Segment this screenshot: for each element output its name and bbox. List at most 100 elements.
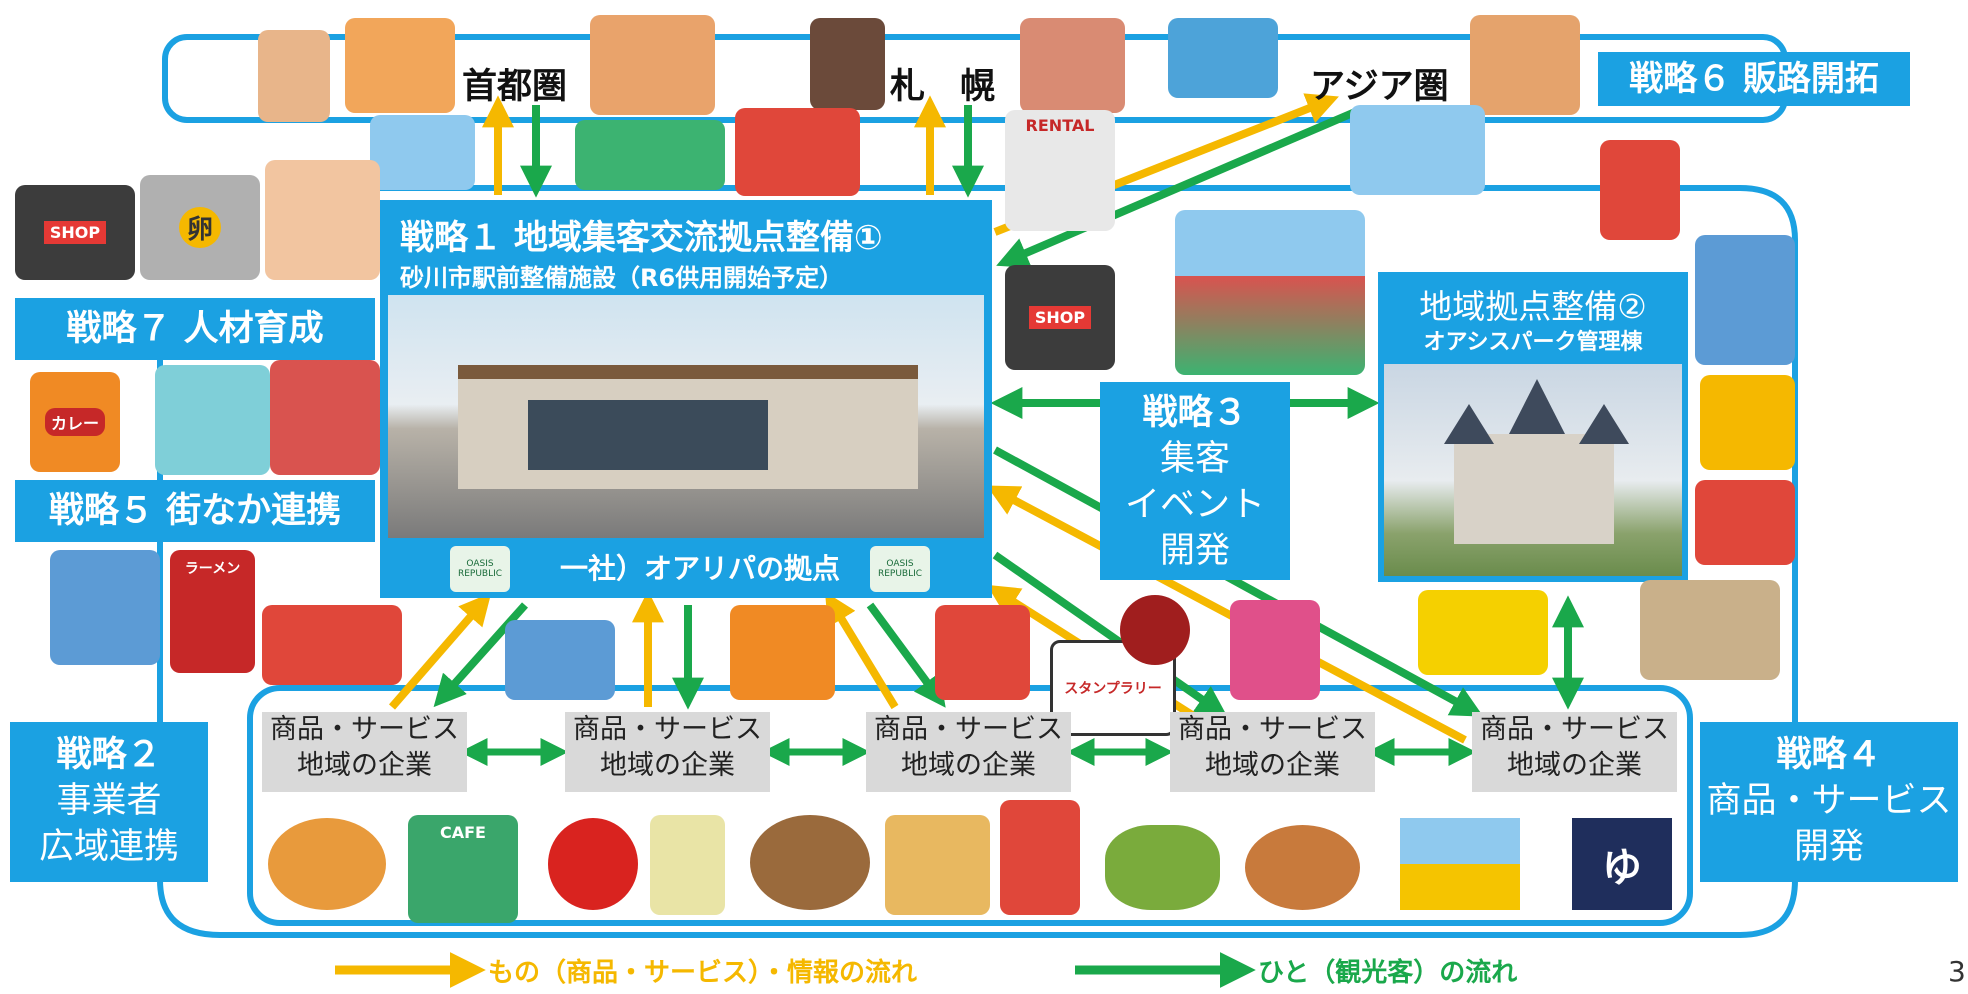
apple-pie-icon bbox=[268, 818, 386, 910]
strategy2-line2: 事業者 bbox=[56, 781, 162, 821]
company-box-2: 商品・サービス 地域の企業 bbox=[565, 712, 770, 792]
market-stall-small-icon bbox=[270, 360, 380, 475]
center-hub-title: 戦略１ 地域集客交流拠点整備① bbox=[400, 218, 883, 258]
strategy7-box: 戦略７ 人材育成 bbox=[15, 298, 375, 360]
strategy2-title: 戦略２ bbox=[56, 735, 162, 775]
strategy4-title: 戦略４ bbox=[1776, 735, 1882, 775]
arrow-center-company3-down bbox=[866, 602, 946, 708]
street-musician-icon bbox=[50, 550, 160, 665]
center-hub-box: 戦略１ 地域集客交流拠点整備① 砂川市駅前整備施設（R6供用開始予定） OASI… bbox=[380, 200, 992, 598]
page-number: 3 bbox=[1948, 955, 1966, 988]
fried-chicken-icon bbox=[1245, 825, 1360, 910]
legend-orange-label: もの（商品・サービス）・情報の流れ bbox=[488, 958, 918, 988]
oasis-logo-right: OASIS REPUBLIC bbox=[870, 546, 930, 592]
company-box-1-line1: 商品・サービス bbox=[270, 714, 459, 745]
company-box-5: 商品・サービス 地域の企業 bbox=[1472, 712, 1677, 792]
shop-laptop-icon: SHOP bbox=[15, 185, 135, 280]
driver-car-icon bbox=[935, 605, 1030, 700]
woman-icon bbox=[258, 30, 330, 122]
vegetable-basket-icon bbox=[1105, 825, 1220, 910]
airplane-kids-icon bbox=[370, 115, 475, 190]
tomato-juice-icon bbox=[1000, 800, 1080, 915]
company-box-1-line2: 地域の企業 bbox=[297, 750, 432, 781]
arrow-center-to-company4-green bbox=[992, 551, 1228, 718]
company-box-3: 商品・サービス 地域の企業 bbox=[866, 712, 1071, 792]
strategy3-line4: 開発 bbox=[1159, 531, 1230, 571]
travelers-icon bbox=[345, 18, 455, 113]
hub2-subtitle: オアシスパーク管理棟 bbox=[1423, 330, 1643, 355]
city-sapporo-label: 札 幌 bbox=[890, 67, 996, 107]
oasis-logo-left: OASIS REPUBLIC bbox=[450, 546, 510, 592]
family-icon bbox=[590, 15, 715, 115]
yu-sign: ゆ bbox=[1602, 845, 1642, 891]
hot-spring-noren-icon: ゆ bbox=[1572, 818, 1672, 910]
hub2-box: 地域拠点整備② オアシスパーク管理棟 bbox=[1378, 272, 1688, 582]
stamp-icon bbox=[1120, 595, 1190, 665]
strategy2-line3: 広域連携 bbox=[38, 827, 179, 867]
egg-sign: 卵 bbox=[178, 207, 221, 248]
ramen-sign: ラーメン bbox=[184, 561, 241, 577]
farmers-icon bbox=[885, 815, 990, 915]
cocktail-icon bbox=[650, 815, 725, 915]
castle-building-photo bbox=[1384, 364, 1682, 576]
sunflower-field-photo bbox=[1400, 818, 1520, 910]
arrow-company1-up bbox=[388, 592, 492, 710]
city-asia-label: アジア圏 bbox=[1310, 67, 1449, 107]
strategy3-line3: イベント bbox=[1124, 485, 1265, 525]
couple-icon bbox=[1020, 18, 1125, 113]
strategy3-title: 戦略３ bbox=[1142, 393, 1248, 433]
stamp-rally-sign: スタンプラリー bbox=[1064, 681, 1162, 697]
family-car-icon bbox=[735, 108, 860, 196]
strategy4-line2: 商品・サービス bbox=[1706, 781, 1952, 821]
cafe-sign: CAFE bbox=[440, 823, 486, 842]
cafe-icon: CAFE bbox=[408, 815, 518, 923]
company-box-5-line1: 商品・サービス bbox=[1480, 714, 1669, 745]
businesswoman-icon bbox=[810, 18, 885, 110]
yoga-icon bbox=[155, 365, 270, 475]
center-hub-subtitle: 砂川市駅前整備施設（R6供用開始予定） bbox=[400, 264, 844, 292]
ice-fishing-icon bbox=[1695, 235, 1795, 365]
arrow-company3-up bbox=[825, 591, 899, 710]
bicycle-blue-icon bbox=[505, 620, 615, 700]
scooter-pink-icon bbox=[1230, 600, 1320, 700]
city-tokyo-label: 首都圏 bbox=[462, 67, 568, 107]
curry-can-icon: カレー bbox=[30, 372, 120, 472]
airplane-family-icon bbox=[1350, 105, 1485, 195]
strategy4-box: 戦略４ 商品・サービス 開発 bbox=[1700, 722, 1958, 882]
scooter-orange-icon bbox=[730, 605, 835, 700]
company-box-2-line1: 商品・サービス bbox=[573, 714, 762, 745]
curry-sign: カレー bbox=[44, 408, 105, 436]
shop-sign-center: SHOP bbox=[1028, 306, 1092, 329]
legend-green-label: ひと（観光客）の流れ bbox=[1258, 958, 1518, 988]
center-hub-base-label: 一社）オアリパの拠点 bbox=[559, 552, 840, 585]
bicycle-yellow-icon bbox=[1418, 590, 1548, 675]
company-box-1: 商品・サービス 地域の企業 bbox=[262, 712, 467, 792]
strategy6-box: 戦略６ 販路開拓 bbox=[1598, 52, 1910, 106]
shop-laptop-center-icon: SHOP bbox=[1005, 265, 1115, 370]
curry-rice-icon bbox=[750, 815, 870, 910]
company-box-4-line2: 地域の企業 bbox=[1205, 750, 1340, 781]
laptop-waterfall-icon bbox=[1168, 18, 1278, 98]
seminar-icon bbox=[265, 160, 380, 280]
company-box-4: 商品・サービス 地域の企業 bbox=[1170, 712, 1375, 792]
company-box-5-line2: 地域の企業 bbox=[1507, 750, 1642, 781]
company-box-4-line1: 商品・サービス bbox=[1178, 714, 1367, 745]
glamping-tent-icon bbox=[1640, 580, 1780, 680]
ramen-vending-icon: ラーメン bbox=[170, 550, 255, 673]
arrow-from-asia bbox=[996, 108, 1357, 268]
rental-sign: RENTAL bbox=[1025, 116, 1095, 135]
rental-car-icon: RENTAL bbox=[1005, 110, 1115, 231]
station-building-photo bbox=[388, 295, 984, 538]
tourist-family-icon bbox=[1470, 15, 1580, 115]
canoe-icon bbox=[1700, 375, 1795, 470]
apple-icon bbox=[548, 818, 638, 910]
company-box-3-line1: 商品・サービス bbox=[874, 714, 1063, 745]
seaplane-icon bbox=[1695, 480, 1795, 565]
company-box-2-line2: 地域の企業 bbox=[600, 750, 735, 781]
red-car-icon bbox=[262, 605, 402, 685]
hub2-title: 地域拠点整備② bbox=[1419, 287, 1647, 326]
shinkansen-icon bbox=[575, 120, 725, 190]
strategy3-box: 戦略３ 集客 イベント 開発 bbox=[1100, 382, 1290, 580]
wakeboard-icon bbox=[1600, 140, 1680, 240]
